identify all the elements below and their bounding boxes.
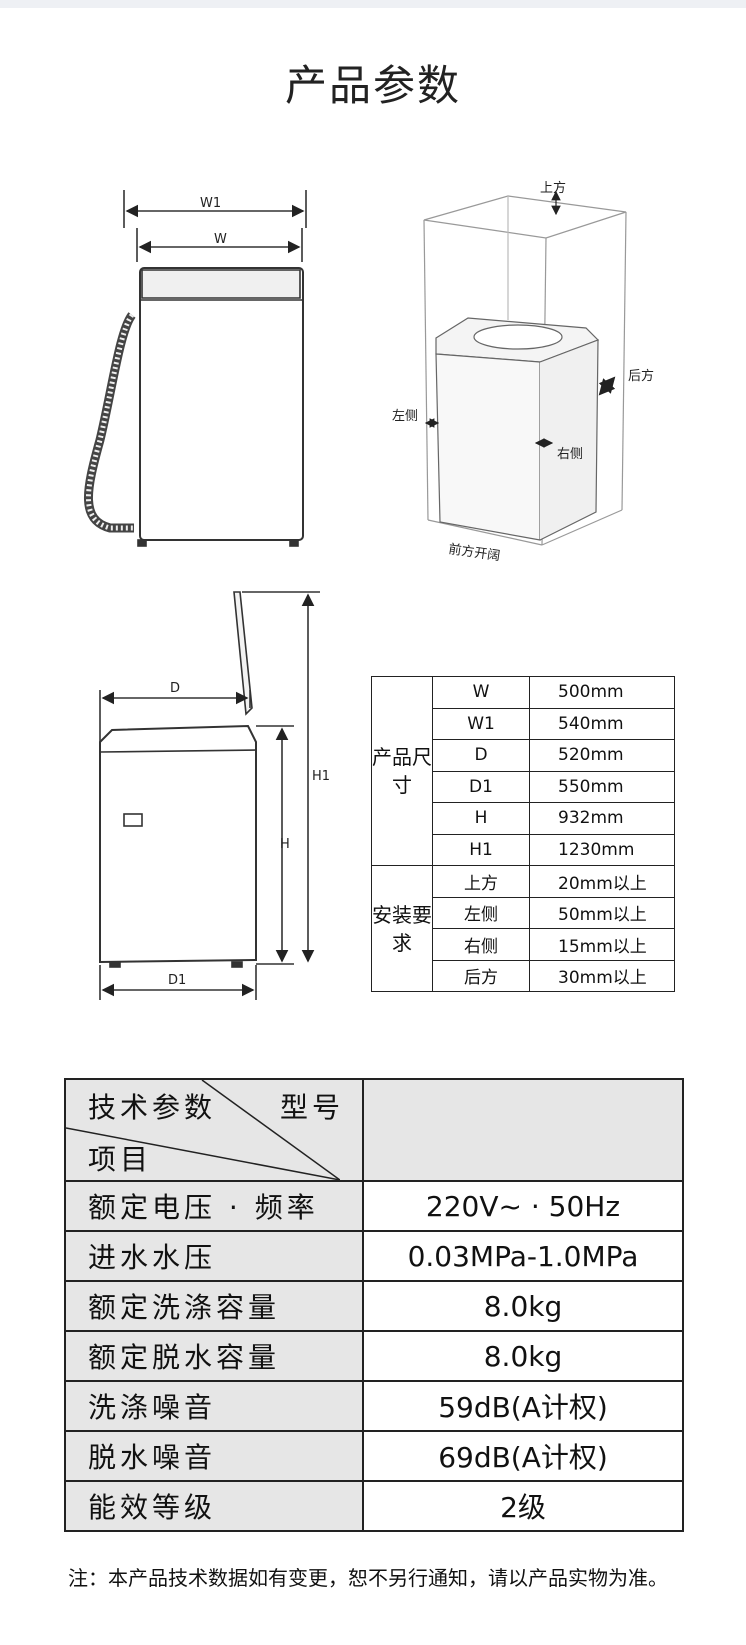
header-item: 项目 xyxy=(88,1143,153,1176)
label-left: 左侧 xyxy=(392,409,418,424)
spec-value: 69dB(A计权) xyxy=(362,1430,684,1482)
disclaimer-note: 注：本产品技术数据如有变更，恕不另行通知，请以产品实物为准。 xyxy=(68,1566,668,1590)
dimension-table: 产品尺寸 W 500mm W1 540mm D 520mm D1 550mm H… xyxy=(371,676,675,992)
spec-name: 脱水噪音 xyxy=(64,1430,364,1482)
header-cell: 技术参数 型号 项目 xyxy=(64,1078,364,1182)
label-top: 上方 xyxy=(540,180,566,196)
spec-name: 能效等级 xyxy=(64,1480,364,1532)
dim-value: 50mm以上 xyxy=(529,896,675,929)
dim-value: 500mm xyxy=(529,676,675,709)
washer-drawings: W1 W 上方 后方 左侧 右侧 前方开阔 xyxy=(84,180,654,1000)
label-h1: H1 xyxy=(312,769,330,784)
install-group-label: 安装要求 xyxy=(371,865,433,992)
label-w: W xyxy=(214,232,227,247)
table-row: D 520mm xyxy=(372,739,675,772)
dim-value: 1230mm xyxy=(529,833,675,866)
label-right: 右侧 xyxy=(557,447,583,462)
table-row: W1 540mm xyxy=(372,707,675,740)
header-model-value xyxy=(362,1078,684,1182)
header-model: 型号 xyxy=(279,1091,344,1124)
spec-value: 59dB(A计权) xyxy=(362,1380,684,1432)
spec-value: 8.0kg xyxy=(362,1280,684,1332)
dim-value: 540mm xyxy=(529,707,675,740)
table-row: 额定脱水容量 8.0kg xyxy=(64,1330,684,1382)
table-row: 进水水压 0.03MPa-1.0MPa xyxy=(64,1230,684,1282)
dim-value: 550mm xyxy=(529,770,675,803)
dim-value: 20mm以上 xyxy=(529,865,675,898)
spec-name: 额定脱水容量 xyxy=(64,1330,364,1382)
label-w1: W1 xyxy=(200,196,221,211)
table-row: 右侧 15mm以上 xyxy=(372,928,675,961)
label-front: 前方开阔 xyxy=(447,541,501,564)
table-row: 额定洗涤容量 8.0kg xyxy=(64,1280,684,1332)
table-row: 额定电压 · 频率 220V~ · 50Hz xyxy=(64,1180,684,1232)
label-d1: D1 xyxy=(168,973,186,988)
dim-value: 932mm xyxy=(529,802,675,835)
table-row: 左侧 50mm以上 xyxy=(372,896,675,929)
size-group-label: 产品尺寸 xyxy=(371,676,433,866)
tech-spec-table: 技术参数 型号 项目 额定电压 · 频率 220V~ · 50Hz 进水水压 0… xyxy=(64,1078,684,1532)
label-d: D xyxy=(170,681,180,696)
dim-key: D xyxy=(432,739,530,772)
dim-key: H xyxy=(432,802,530,835)
header-tech-params: 技术参数 xyxy=(88,1091,217,1124)
dim-key: D1 xyxy=(432,770,530,803)
spec-value: 2级 xyxy=(362,1480,684,1532)
dim-value: 30mm以上 xyxy=(529,959,675,992)
table-row: 产品尺寸 W 500mm xyxy=(371,676,675,866)
page-title: 产品参数 xyxy=(284,61,461,110)
table-row: 脱水噪音 69dB(A计权) xyxy=(64,1430,684,1482)
dim-key: 后方 xyxy=(432,959,530,992)
table-row: 安装要求 上方 20mm以上 xyxy=(371,865,675,992)
spec-name: 进水水压 xyxy=(64,1230,364,1282)
table-row: 洗涤噪音 59dB(A计权) xyxy=(64,1380,684,1432)
table-header-row: 技术参数 型号 项目 xyxy=(64,1078,684,1182)
table-row: 能效等级 2级 xyxy=(64,1480,684,1532)
spec-value: 220V~ · 50Hz xyxy=(362,1180,684,1232)
dim-key: W xyxy=(432,676,530,709)
clearance-view xyxy=(423,190,627,546)
label-h: H xyxy=(280,837,290,852)
front-view xyxy=(84,190,307,547)
spec-value: 8.0kg xyxy=(362,1330,684,1382)
dim-key: 右侧 xyxy=(432,928,530,961)
dim-key: H1 xyxy=(432,833,530,866)
table-row: H1 1230mm xyxy=(372,833,675,866)
top-bar xyxy=(0,0,746,8)
spec-value: 0.03MPa-1.0MPa xyxy=(362,1230,684,1282)
dim-key: W1 xyxy=(432,707,530,740)
side-view xyxy=(99,591,320,1000)
dim-value: 520mm xyxy=(529,739,675,772)
dim-key: 左侧 xyxy=(432,896,530,929)
label-back: 后方 xyxy=(628,368,654,384)
table-row: 后方 30mm以上 xyxy=(372,959,675,992)
dim-value: 15mm以上 xyxy=(529,928,675,961)
header-diagonal-lines xyxy=(66,1080,340,1180)
spec-name: 洗涤噪音 xyxy=(64,1380,364,1432)
spec-name: 额定洗涤容量 xyxy=(64,1280,364,1332)
dim-key: 上方 xyxy=(432,865,530,898)
table-row: D1 550mm xyxy=(372,770,675,803)
spec-name: 额定电压 · 频率 xyxy=(64,1180,364,1232)
